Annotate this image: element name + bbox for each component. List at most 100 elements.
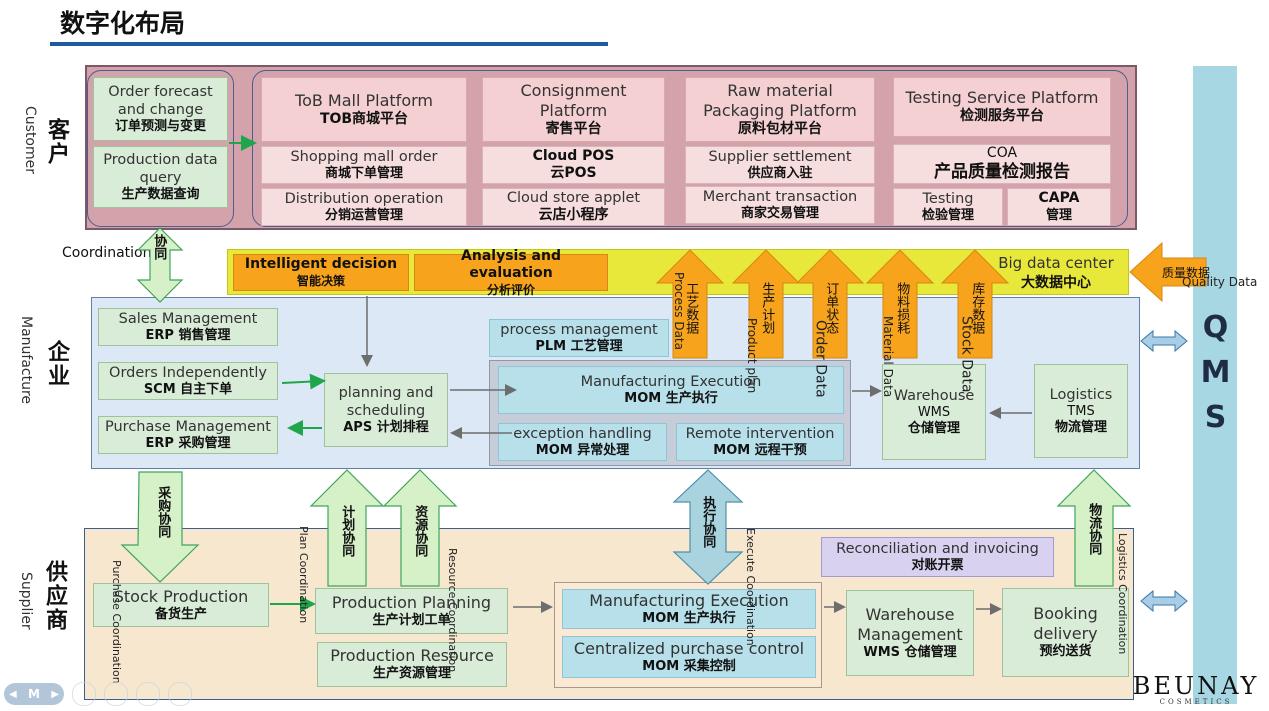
order-forecast-en: Order forecast and change xyxy=(108,83,213,118)
up-arrow-stock-data xyxy=(940,249,1010,359)
merchant-transaction-en: Merchant transaction xyxy=(702,188,858,205)
next-icon[interactable]: ▶ xyxy=(51,688,59,700)
tms-code: TMS xyxy=(1067,403,1095,419)
mom-remote-box: Remote intervention MOM 远程干预 xyxy=(676,423,844,461)
tms-en: Logistics xyxy=(1049,386,1113,403)
quality-data-arrow xyxy=(1129,241,1207,303)
coordination-label: Coordination xyxy=(62,245,152,261)
cloud-store-zh: 云店小程序 xyxy=(538,207,609,224)
big-data-center-zh: 大数据中心 xyxy=(1021,275,1091,291)
testing-service-box: Testing Service Platform 检测服务平台 xyxy=(893,77,1111,137)
reconciliation-zh: 对账开票 xyxy=(911,557,964,573)
grid-icon[interactable] xyxy=(104,682,128,706)
distribution-box: Distribution operation 分销运营管理 xyxy=(261,188,467,226)
sales-management-zh: ERP 销售管理 xyxy=(145,327,231,343)
plm-zh: PLM 工艺管理 xyxy=(535,338,623,354)
nav-pill[interactable]: ◀ M ▶ xyxy=(4,683,64,705)
sales-management-box: Sales Management ERP 销售管理 xyxy=(98,308,278,346)
mom-exception-en: exception handling xyxy=(513,425,652,442)
purchase-management-box: Purchase Management ERP 采购管理 xyxy=(98,416,278,454)
production-data-query-en: Production data query xyxy=(103,151,218,186)
production-data-query-zh: 生产数据查询 xyxy=(121,187,200,202)
execute-coordination-zh: 执行协同 xyxy=(700,496,716,548)
analysis-evaluation-en: Analysis and evaluation xyxy=(461,247,561,282)
material-data-zh: 物料损耗 xyxy=(894,282,910,334)
testing-en: Testing xyxy=(922,190,974,207)
aps-en: planning and scheduling xyxy=(338,384,434,419)
pen-icon[interactable] xyxy=(72,682,96,706)
capa-zh: 管理 xyxy=(1045,207,1072,223)
qms-bar xyxy=(1193,66,1237,704)
booking-delivery-zh: 预约送货 xyxy=(1039,644,1092,660)
order-data-en: Order Data xyxy=(812,320,829,398)
mom-exception-box: exception handling MOM 异常处理 xyxy=(498,423,667,461)
supplier-mom-exec-en: Manufacturing Execution xyxy=(589,590,789,610)
plan-coordination-en: Plan Coordination xyxy=(297,526,311,624)
band-manufacture-zh: 企业 xyxy=(44,340,69,388)
customer-left-group xyxy=(87,70,234,227)
distribution-zh: 分销运营管理 xyxy=(324,207,403,223)
consignment-box: Consignment Platform 寄售平台 xyxy=(482,77,665,142)
product-plan-zh: 生产计划 xyxy=(759,282,775,334)
wms-box: Warehouse WMS 仓储管理 xyxy=(882,364,986,460)
production-planning-en: Production Planning xyxy=(331,592,492,612)
tms-zh: 物流管理 xyxy=(1054,420,1107,436)
sales-management-en: Sales Management xyxy=(118,310,258,327)
zoom-icon[interactable] xyxy=(136,682,160,706)
orders-independently-box: Orders Independently SCM 自主下单 xyxy=(98,362,278,400)
slide-toolbar: ◀ M ▶ xyxy=(0,680,230,708)
toolbar-letter: M xyxy=(28,687,40,701)
execute-coordination-arrow xyxy=(672,469,744,585)
purchase-coordination-en: Purchase Coordination xyxy=(110,560,124,684)
distribution-en: Distribution operation xyxy=(284,190,444,207)
band-label-manufacture: 企业 Manufacture xyxy=(14,312,69,442)
coa-zh: 产品质量检测报告 xyxy=(934,162,1070,183)
supplier-settlement-box: Supplier settlement 供应商入驻 xyxy=(685,146,875,184)
intelligent-decision-zh: 智能决策 xyxy=(296,273,345,288)
orders-independently-zh: SCM 自主下单 xyxy=(143,381,233,397)
supplier-mom-purchase-box: Centralized purchase control MOM 采集控制 xyxy=(562,636,816,678)
brand-logo-sub: COSMETICS xyxy=(1159,698,1233,706)
page-title: 数字化布局 xyxy=(60,9,186,38)
tob-mall-zh: TOB商城平台 xyxy=(319,110,409,127)
order-forecast-box: Order forecast and change 订单预测与变更 xyxy=(93,77,228,141)
product-plan-en: Product plan xyxy=(745,318,760,394)
tms-box: Logistics TMS 物流管理 xyxy=(1034,364,1128,458)
band-customer-en: Customer xyxy=(22,106,38,175)
intelligent-decision-box: Intelligent decision 智能决策 xyxy=(233,254,409,291)
capa-en: CAPA xyxy=(1038,190,1080,207)
shopping-order-en: Shopping mall order xyxy=(290,148,438,165)
testing-service-zh: 检测服务平台 xyxy=(960,108,1044,125)
prev-icon[interactable]: ◀ xyxy=(9,688,17,700)
more-icon[interactable] xyxy=(168,682,192,706)
plm-en: process management xyxy=(500,321,658,338)
raw-material-zh: 原料包材平台 xyxy=(738,120,822,137)
resource-coordination-zh: 资源协同 xyxy=(412,505,428,557)
band-supplier-en: Supplier xyxy=(18,572,34,630)
process-data-en: Process Data xyxy=(672,272,687,350)
production-resource-en: Production Resource xyxy=(330,646,494,666)
purchase-management-en: Purchase Management xyxy=(105,418,271,435)
stock-production-zh: 备货生产 xyxy=(154,606,207,622)
stock-production-en: Stock Production xyxy=(113,586,249,606)
cloud-pos-zh: 云POS xyxy=(550,165,597,181)
production-resource-box: Production Resource 生产资源管理 xyxy=(317,642,507,687)
supplier-mom-exec-zh: MOM 生产执行 xyxy=(642,610,736,626)
booking-delivery-box: Booking delivery 预约送货 xyxy=(1002,588,1129,677)
band-label-customer: 客户 Customer xyxy=(22,100,69,220)
production-data-query-box: Production data query 生产数据查询 xyxy=(93,146,228,208)
consignment-zh: 寄售平台 xyxy=(545,120,602,137)
shopping-order-box: Shopping mall order 商城下单管理 xyxy=(261,146,467,184)
plm-box: process management PLM 工艺管理 xyxy=(489,319,669,357)
reconciliation-box: Reconciliation and invoicing 对账开票 xyxy=(821,537,1054,577)
arrow-orders-to-aps xyxy=(281,373,326,390)
purchase-management-zh: ERP 采购管理 xyxy=(145,435,231,451)
material-data-en: Material Data xyxy=(881,316,896,398)
stock-production-box: Stock Production 备货生产 xyxy=(93,583,269,627)
shopping-order-zh: 商城下单管理 xyxy=(324,165,403,181)
plan-coordination-zh: 计划协同 xyxy=(339,505,355,557)
supplier-wms-box: Warehouse Management WMS 仓储管理 xyxy=(846,590,974,676)
booking-delivery-en: Booking delivery xyxy=(1033,604,1098,644)
stock-data-en: Stock Data xyxy=(958,316,975,393)
